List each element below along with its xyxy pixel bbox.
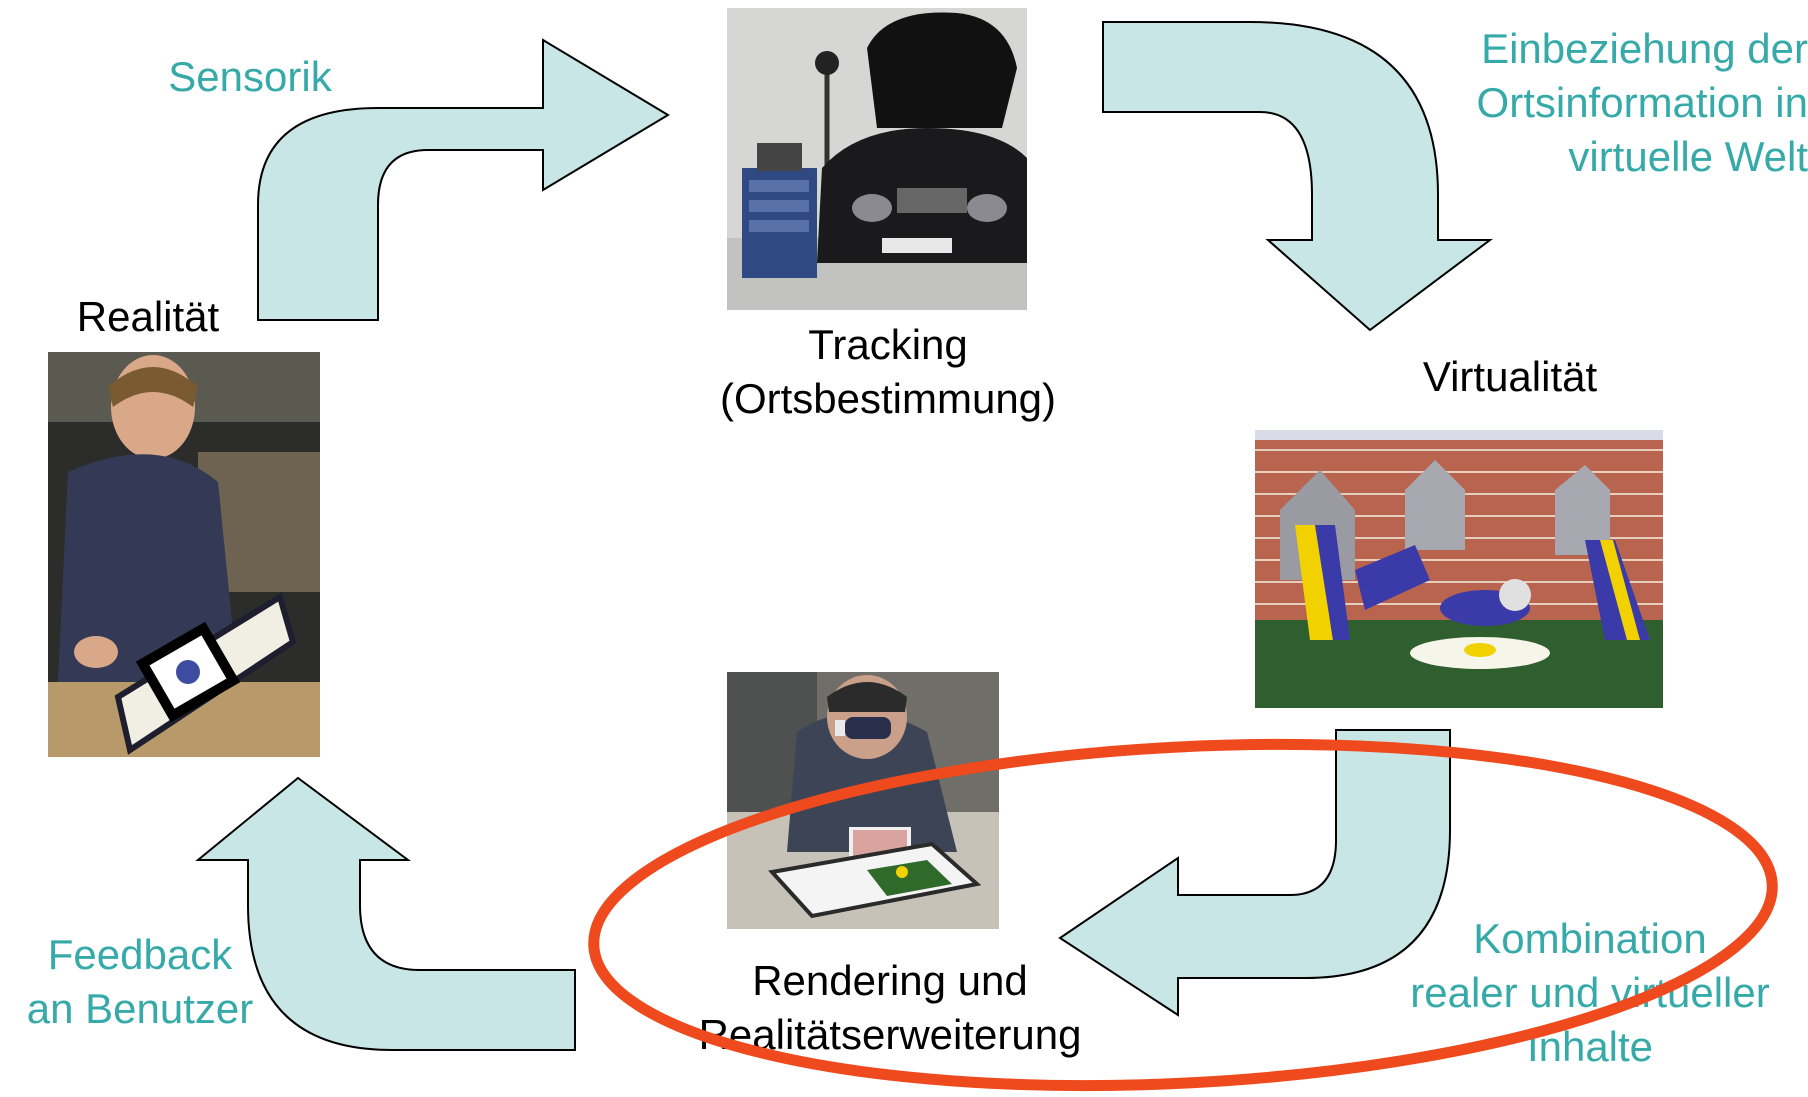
- photo-rendering: [727, 672, 999, 929]
- step-label-feedback: Feedback an Benutzer: [26, 931, 254, 1032]
- photo-realitaet: [48, 352, 320, 757]
- step-label-einbeziehung: Einbeziehung der Ortsinformation in virt…: [1476, 25, 1808, 180]
- arrow-feedback: [195, 776, 576, 1051]
- photo-virtualitaet: [1255, 430, 1663, 708]
- arrow-einbeziehung: [1102, 21, 1493, 332]
- node-label-virtualitaet: Virtualität: [1422, 353, 1598, 400]
- node-label-tracking: Tracking (Ortsbestimmung): [719, 321, 1057, 422]
- arrow-sensorik: [257, 38, 670, 321]
- step-label-sensorik: Sensorik: [168, 53, 332, 100]
- step-label-kombination: Kombination realer und virtueller Inhalt…: [1410, 915, 1770, 1070]
- node-label-realitaet: Realität: [76, 293, 220, 340]
- node-label-rendering: Rendering und Realitätserweiterung: [698, 957, 1082, 1058]
- photo-tracking: [727, 8, 1027, 310]
